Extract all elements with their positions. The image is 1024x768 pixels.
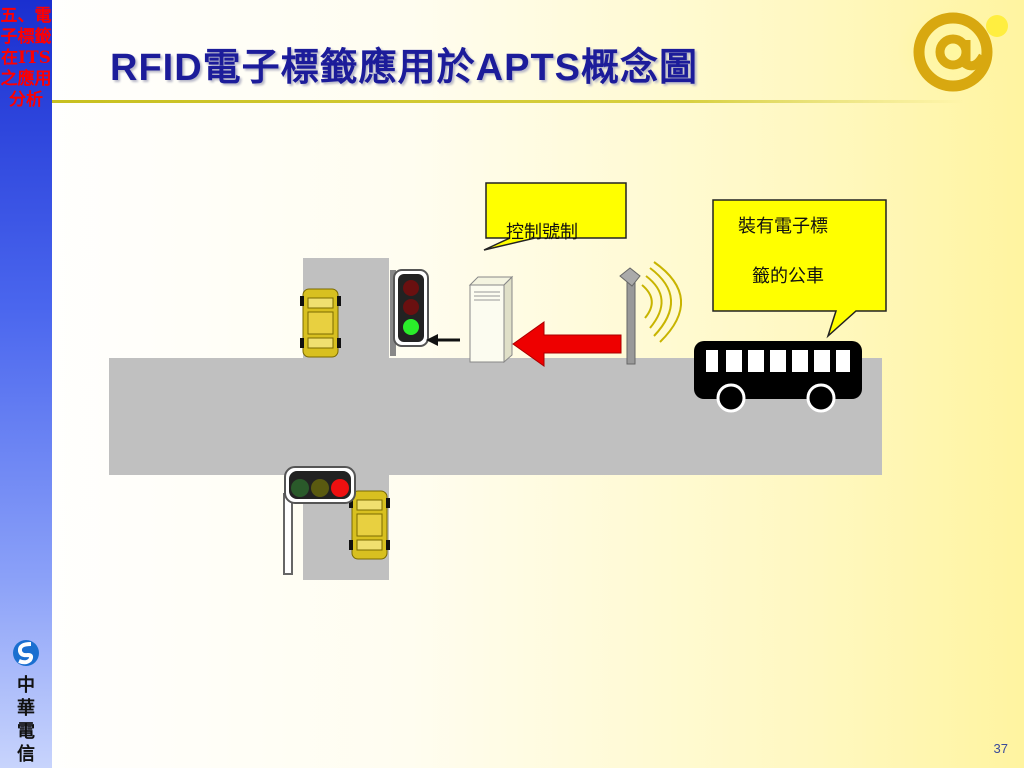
taxi-north-icon [300,288,341,358]
title-divider [52,100,964,103]
company-name: 中華電信 [17,675,35,765]
small-arrow-icon [426,334,460,346]
chunghwa-logo-icon [13,640,39,666]
radio-wave-icon [641,261,683,343]
page-title: RFID電子標籤應用於APTS概念圖 [110,47,699,89]
traffic-light-horizontal-icon [283,466,356,575]
traffic-light-vertical-icon [390,269,429,356]
bus-icon [694,341,862,413]
page-number: 37 [993,741,1008,756]
bus-label-line1: 裝有電子標 [738,216,828,237]
company-logo: 中華電信 [0,636,52,766]
signal-flow-arrow-icon [512,321,622,367]
at-sign-icon [897,4,1013,96]
taxi-south-icon [349,490,390,560]
control-signal-callout-shape [483,182,627,251]
controller-cabinet-icon [468,275,514,364]
bus-label-line2: 籤的公車 [752,266,824,287]
bus-callout-shape [712,199,887,339]
sidebar-section-title: 五、電子標籤在ITS之應用分析 [0,6,52,110]
control-signal-label: 控制號制 [506,222,578,243]
sidebar: 五、電子標籤在ITS之應用分析 中華電信 [0,0,52,768]
rfid-reader-pole-icon [619,267,641,365]
